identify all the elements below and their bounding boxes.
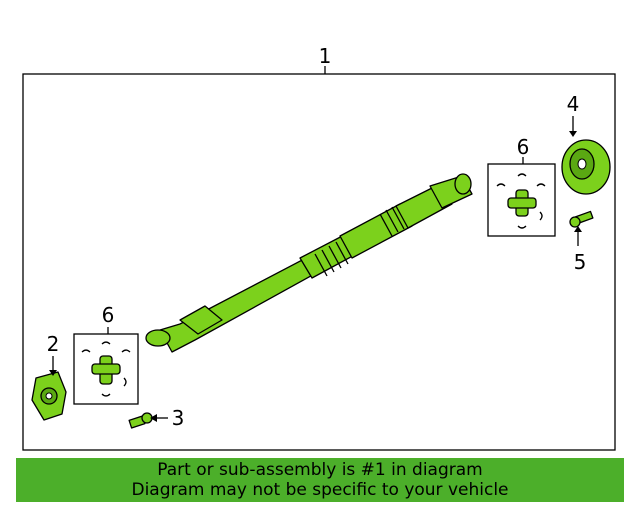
flange-2[interactable]: [31, 371, 67, 421]
callout-3-arrow: [150, 414, 157, 422]
callout-6-upper[interactable]: 6: [517, 135, 530, 159]
bolt-3[interactable]: [128, 412, 153, 429]
bolt-5[interactable]: [569, 210, 594, 228]
banner-line-2: Diagram may not be specific to your vehi…: [131, 480, 509, 500]
flange-4[interactable]: [561, 139, 611, 195]
callout-2[interactable]: 2: [47, 332, 60, 356]
info-banner: Part or sub-assembly is #1 in diagram Di…: [16, 458, 624, 502]
callout-3[interactable]: 3: [172, 406, 185, 430]
universal-joint-lower[interactable]: [81, 341, 131, 397]
callout-4-arrow: [569, 131, 577, 137]
parts-diagram: 1 2 3 4: [22, 44, 616, 451]
banner-line-1: Part or sub-assembly is #1 in diagram: [157, 460, 483, 480]
callout-4[interactable]: 4: [567, 92, 580, 116]
ujoint-kit-box-lower: [73, 333, 139, 405]
universal-joint-upper[interactable]: [496, 173, 546, 229]
callout-5-arrow: [574, 226, 582, 232]
callout-2-arrow: [49, 370, 57, 376]
assembly-frame: [22, 73, 616, 451]
callout-5[interactable]: 5: [574, 250, 587, 274]
callout-1[interactable]: 1: [319, 44, 332, 68]
drive-shaft[interactable]: [145, 173, 473, 353]
callout-6-lower[interactable]: 6: [102, 303, 115, 327]
